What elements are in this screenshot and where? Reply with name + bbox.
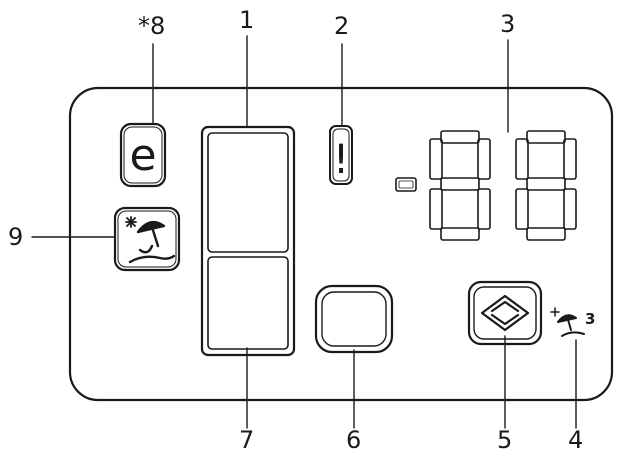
holiday-umbrella-icon bbox=[125, 216, 176, 264]
compartment-block bbox=[200, 125, 296, 357]
temperature-digit-1 bbox=[429, 130, 491, 241]
holiday-button[interactable] bbox=[113, 206, 181, 272]
eco-button[interactable]: e bbox=[119, 122, 167, 188]
holiday-fast-indicator: 3 bbox=[550, 307, 595, 337]
callout-3: 3 bbox=[500, 10, 516, 38]
up-down-arrows-icon bbox=[480, 294, 530, 332]
temperature-digit-2 bbox=[515, 130, 577, 241]
minus-segment bbox=[395, 177, 417, 192]
callout-8: *8 bbox=[138, 12, 166, 40]
callout-9: 9 bbox=[8, 223, 24, 251]
callout-7: 7 bbox=[239, 426, 255, 454]
callout-2: 2 bbox=[334, 12, 350, 40]
eco-e-icon: e bbox=[129, 130, 156, 181]
callout-4: 4 bbox=[568, 426, 584, 454]
callout-1: 1 bbox=[239, 6, 255, 34]
callout-6: 6 bbox=[346, 426, 362, 454]
blank-button[interactable] bbox=[314, 284, 394, 354]
leader-lines bbox=[31, 35, 577, 429]
alarm-indicator: ! bbox=[329, 125, 353, 185]
panel-frame bbox=[68, 86, 614, 402]
up-down-button[interactable] bbox=[467, 280, 543, 346]
alarm-exclamation-icon: ! bbox=[333, 137, 349, 183]
holiday-fast-icon bbox=[550, 307, 585, 337]
callout-5: 5 bbox=[497, 426, 513, 454]
fast-glyph: 3 bbox=[585, 310, 595, 328]
